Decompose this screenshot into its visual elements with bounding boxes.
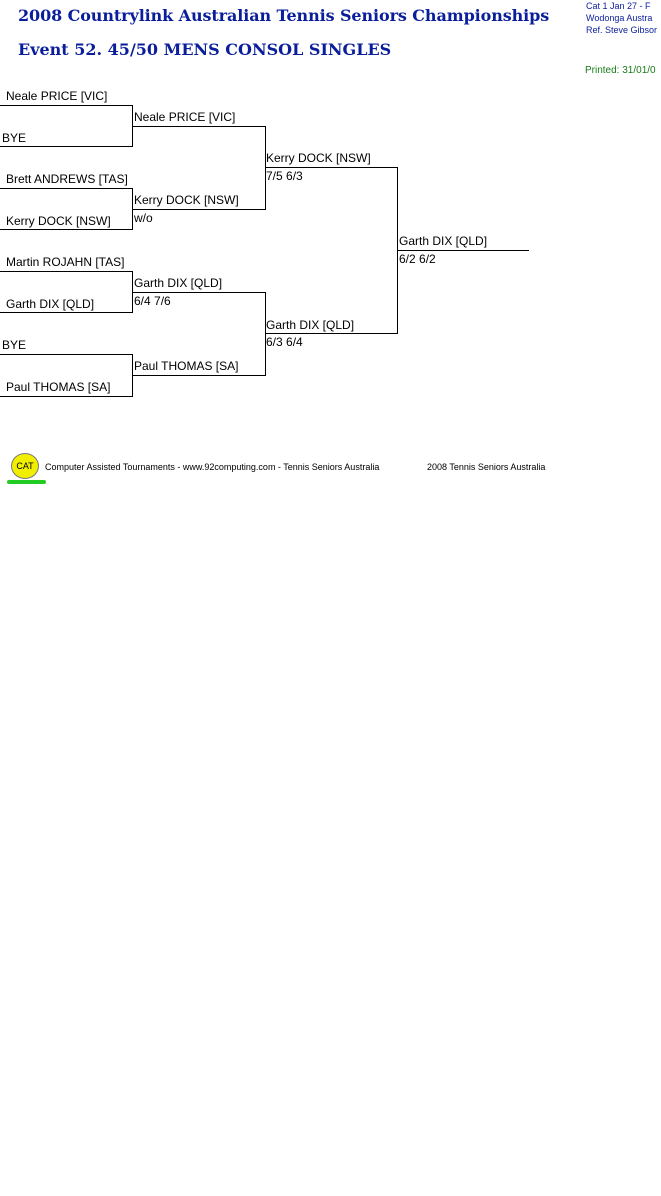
r3-score-2: 6/3 6/4 [266,335,303,349]
final-line [397,250,529,251]
category-dates: Cat 1 Jan 27 - F [586,1,651,11]
r1-line-1 [0,105,133,106]
footer-credit: Computer Assisted Tournaments - www.92co… [45,462,380,472]
r1-connector-1 [132,105,133,147]
r2-winner-4: Paul THOMAS [SA] [134,359,239,373]
r1-connector-3 [132,271,133,313]
r2-line-3 [133,292,266,293]
r1-line-8 [0,396,133,397]
r3-line-1 [265,167,398,168]
r1-line-7 [0,354,133,355]
r1-player-6: Garth DIX [QLD] [6,297,95,311]
r2-score-2: w/o [134,211,153,225]
r1-player-4: Kerry DOCK [NSW] [6,214,111,228]
footer-copyright: 2008 Tennis Seniors Australia [427,462,546,472]
r1-player-7: BYE [2,338,27,352]
r2-winner-1: Neale PRICE [VIC] [134,110,236,124]
r3-line-2 [265,333,398,334]
r1-line-2 [0,146,133,147]
r1-connector-2 [132,188,133,230]
r1-line-3 [0,188,133,189]
r1-player-5: Martin ROJAHN [TAS] [6,255,125,269]
r1-line-5 [0,271,133,272]
final-score: 6/2 6/2 [399,252,436,266]
r1-player-8: Paul THOMAS [SA] [6,380,111,394]
r2-line-2 [133,209,266,210]
r2-score-3: 6/4 7/6 [134,294,171,308]
printed-date: Printed: 31/01/0 [585,65,656,76]
event-title: Event 52. 45/50 MENS CONSOL SINGLES [18,40,392,59]
r2-winner-2: Kerry DOCK [NSW] [134,193,239,207]
r1-line-6 [0,312,133,313]
r1-connector-4 [132,354,133,397]
r3-score-1: 7/5 6/3 [266,169,303,183]
r2-line-1 [133,126,266,127]
referee: Ref. Steve Gibsor [586,25,658,35]
r3-winner-1: Kerry DOCK [NSW] [266,151,371,165]
venue: Wodonga Austra [586,13,653,23]
cat-logo-icon: CAT [11,453,39,479]
r2-connector-1 [265,126,266,210]
tournament-title: 2008 Countrylink Australian Tennis Senio… [18,6,550,25]
r1-player-3: Brett ANDREWS [TAS] [6,172,128,186]
cat-logo-underline [7,480,46,484]
r2-connector-2 [265,292,266,376]
r2-winner-3: Garth DIX [QLD] [134,276,223,290]
r3-winner-2: Garth DIX [QLD] [266,318,355,332]
r2-line-4 [133,375,266,376]
r1-line-4 [0,229,133,230]
r1-player-1: Neale PRICE [VIC] [6,89,108,103]
r1-player-2: BYE [2,131,27,145]
champion: Garth DIX [QLD] [399,234,488,248]
